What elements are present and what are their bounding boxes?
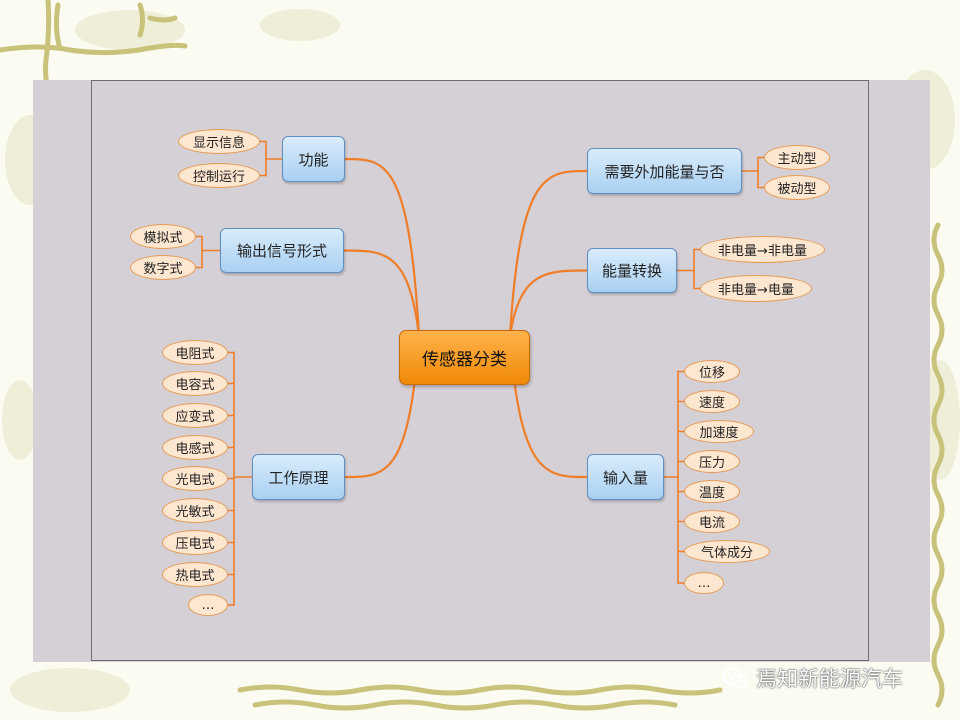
leaf-principle-4[interactable]: 电感式: [162, 435, 228, 460]
leaf-input-6[interactable]: 电流: [684, 510, 740, 533]
branch-input[interactable]: 输入量: [587, 454, 664, 500]
leaf-principle-more[interactable]: …: [188, 594, 228, 616]
leaf-energy-need-1[interactable]: 主动型: [764, 145, 830, 170]
leaf-principle-1[interactable]: 电阻式: [162, 340, 228, 365]
mindmap-frame: [91, 80, 869, 661]
leaf-principle-7[interactable]: 压电式: [162, 530, 228, 555]
leaf-input-2[interactable]: 速度: [684, 390, 740, 413]
leaf-output-2[interactable]: 数字式: [130, 255, 196, 280]
leaf-output-1[interactable]: 模拟式: [130, 224, 196, 249]
leaf-input-3[interactable]: 加速度: [684, 420, 754, 443]
watermark-text: 焉知新能源汽车: [756, 667, 903, 691]
leaf-principle-3[interactable]: 应变式: [162, 403, 228, 428]
leaf-input-4[interactable]: 压力: [684, 450, 740, 473]
branch-principle[interactable]: 工作原理: [252, 454, 345, 500]
leaf-input-1[interactable]: 位移: [684, 360, 740, 383]
leaf-principle-2[interactable]: 电容式: [162, 371, 228, 396]
leaf-input-5[interactable]: 温度: [684, 480, 740, 503]
watermark: 焉知新能源汽车: [722, 662, 903, 694]
leaf-function-1[interactable]: 显示信息: [178, 129, 260, 154]
leaf-input-7[interactable]: 气体成分: [684, 540, 770, 563]
leaf-principle-5[interactable]: 光电式: [162, 466, 228, 491]
leaf-function-2[interactable]: 控制运行: [178, 163, 260, 188]
wechat-icon: [722, 667, 748, 689]
leaf-principle-8[interactable]: 热电式: [162, 562, 228, 587]
branch-function[interactable]: 功能: [282, 136, 345, 182]
leaf-energy-need-2[interactable]: 被动型: [764, 175, 830, 200]
leaf-energy-conversion-1[interactable]: 非电量→非电量: [700, 236, 825, 263]
leaf-principle-6[interactable]: 光敏式: [162, 498, 228, 523]
branch-energy-conversion[interactable]: 能量转换: [587, 248, 677, 293]
branch-energy-need[interactable]: 需要外加能量与否: [587, 148, 742, 194]
root-node[interactable]: 传感器分类: [399, 330, 530, 385]
leaf-input-more[interactable]: …: [684, 572, 724, 594]
branch-output-signal[interactable]: 输出信号形式: [220, 228, 344, 273]
leaf-energy-conversion-2[interactable]: 非电量→电量: [700, 275, 812, 302]
